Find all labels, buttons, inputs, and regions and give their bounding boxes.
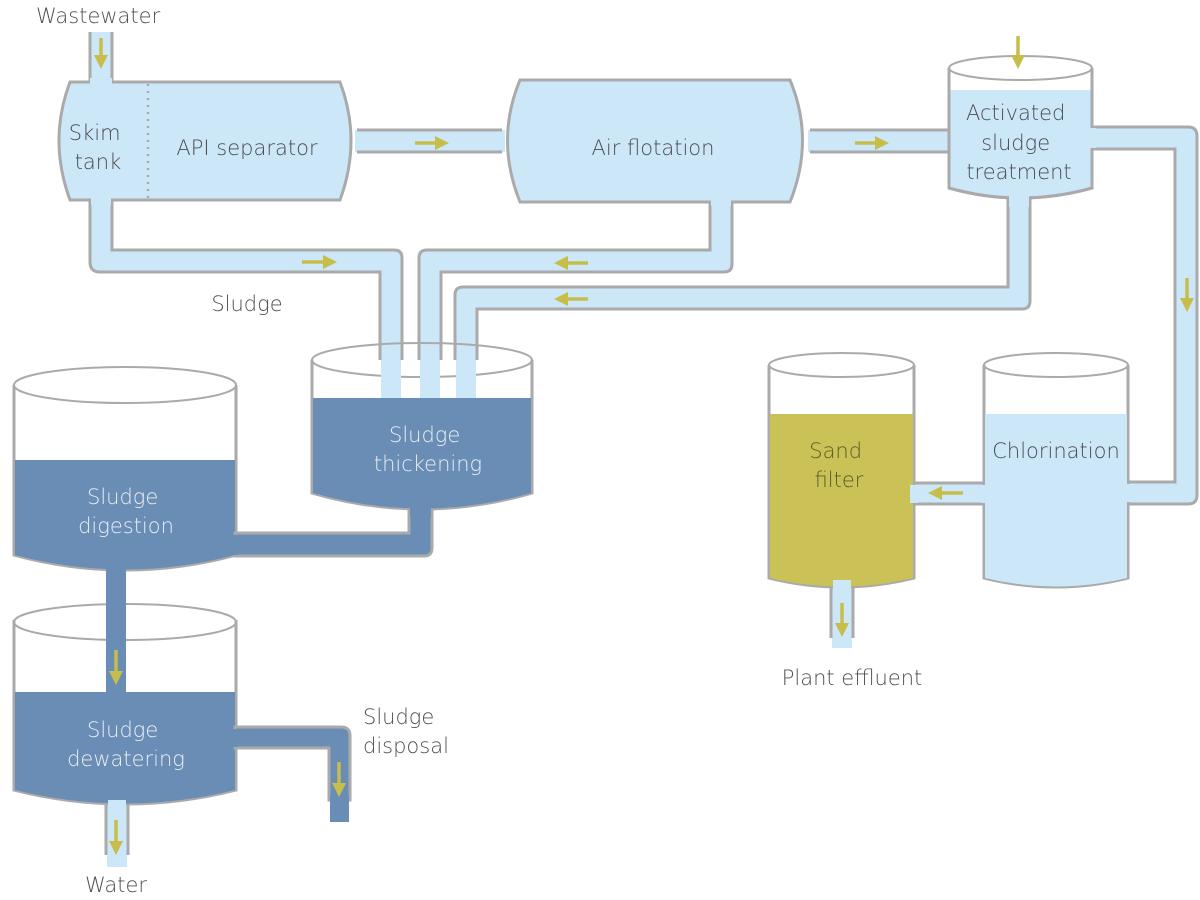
label-api-separator: API separator [176, 136, 318, 160]
air-flotation-tank [506, 78, 804, 206]
pipe-activated-to-thickening [453, 193, 1032, 382]
label-plant-effluent: Plant effluent [782, 666, 923, 690]
label-sludge: Sludge [211, 292, 282, 316]
label-skim-tank: Skim tank [69, 121, 127, 174]
sludge-dewatering-tank [12, 590, 352, 822]
sludge-thickening-tank [310, 342, 534, 511]
activated-sludge-tank [947, 55, 1096, 207]
label-sludge-dewatering: Sludge dewatering [67, 718, 185, 771]
api-separator-tank [57, 78, 353, 205]
label-sludge-disposal: Sludge disposal [363, 705, 449, 758]
chlorination-tank [981, 352, 1131, 589]
label-wastewater: Wastewater [36, 4, 161, 28]
pipe-api-to-airflotation [355, 130, 505, 152]
label-activated-sludge: Activated sludge treatment [966, 101, 1072, 184]
pipe-skim-to-thickening [88, 198, 404, 382]
label-sludge-digestion: Sludge digestion [78, 485, 174, 538]
pipe-airflotation-to-activated [808, 130, 953, 152]
label-chlorination: Chlorination [992, 439, 1120, 463]
label-sand-filter: Sand filter [809, 439, 869, 492]
label-sludge-thickening: Sludge thickening [374, 423, 482, 476]
label-water: Water [85, 873, 147, 897]
sludge-digestion-tank [12, 366, 434, 693]
flow-arrows [94, 36, 1194, 855]
pipe-sludge-disposal [330, 795, 349, 822]
sand-filter-tank [767, 352, 918, 590]
label-air-flotation: Air flotation [592, 136, 715, 160]
